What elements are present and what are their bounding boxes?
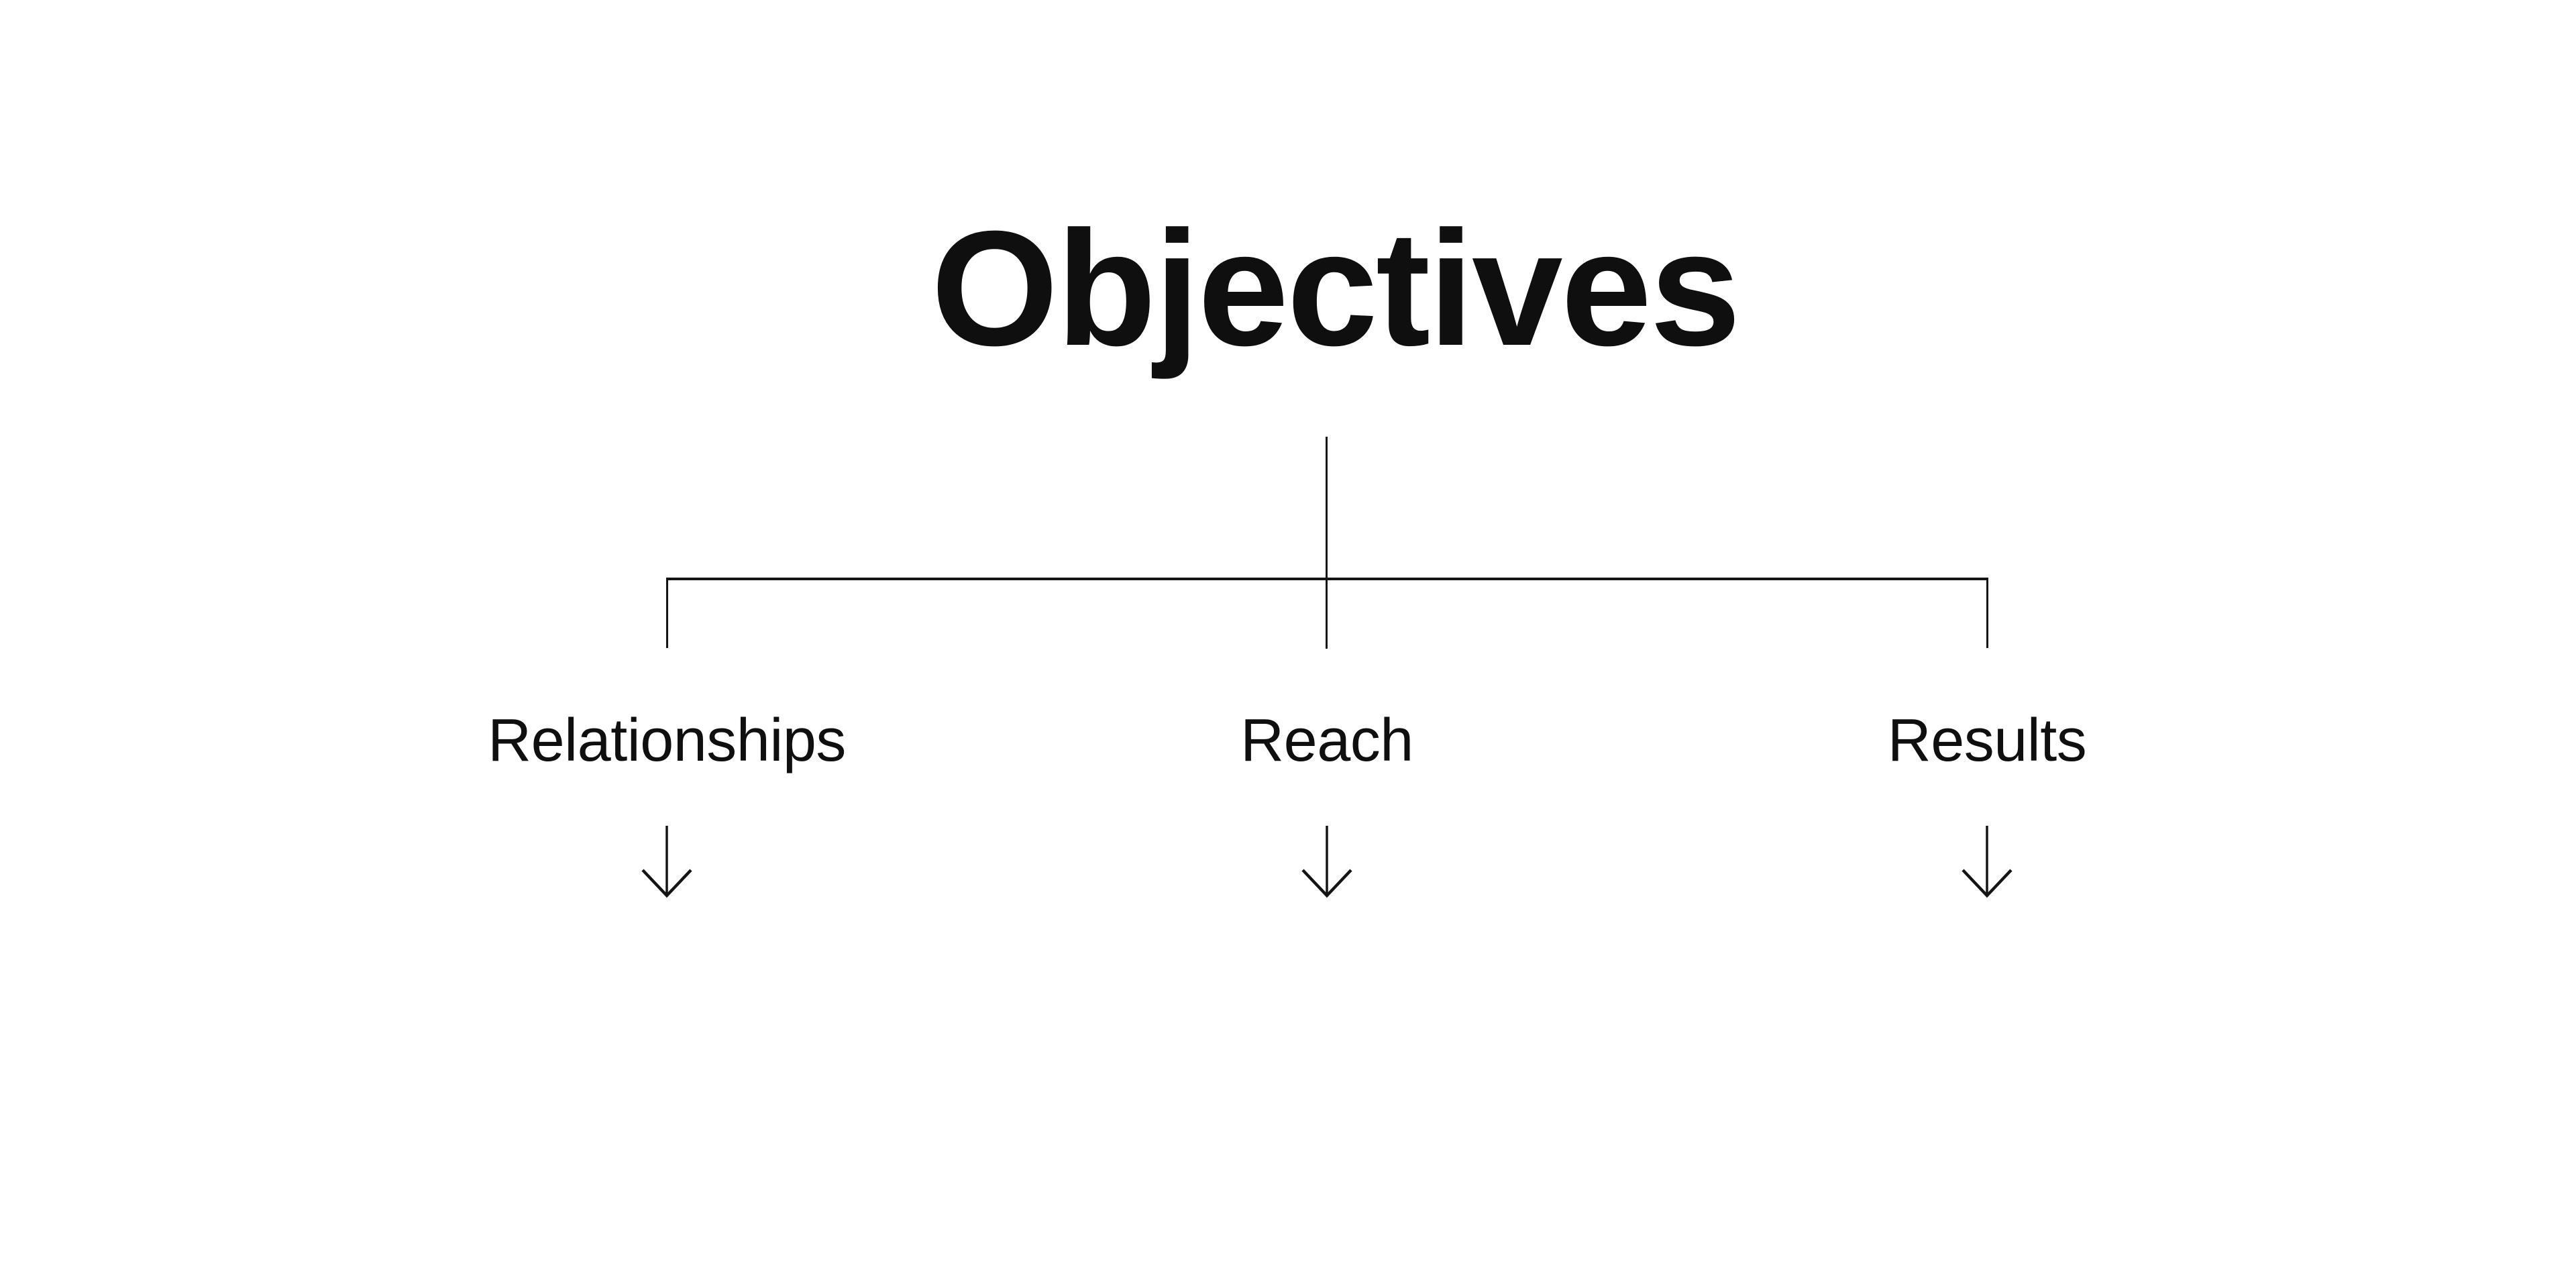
connector-horizontal-line: [666, 578, 1988, 580]
connector-tick-right: [1986, 579, 1988, 648]
connector-stem-line: [1326, 437, 1328, 649]
down-arrow-icon: [641, 826, 692, 898]
branch-label-relationships: Relationships: [488, 707, 846, 774]
down-arrow-icon: [1301, 826, 1352, 898]
branch-label-results: Results: [1887, 707, 2087, 774]
down-arrow-icon: [1962, 826, 2012, 898]
connector-tick-left: [666, 579, 668, 648]
diagram-title: Objectives: [930, 197, 1741, 380]
branch-label-reach: Reach: [1240, 707, 1413, 774]
